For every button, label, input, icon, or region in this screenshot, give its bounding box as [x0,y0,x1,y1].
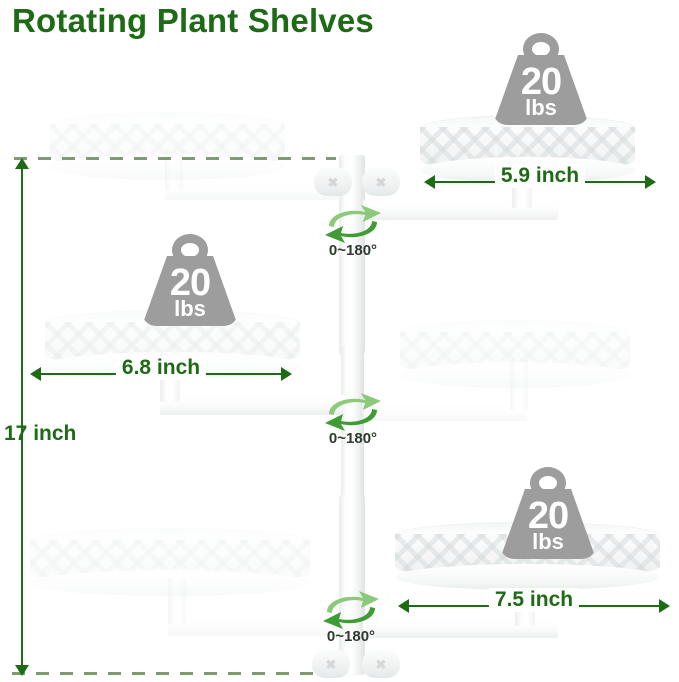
shelf-bottom-left [30,528,310,598]
arm-top-left-horizontal [165,182,343,200]
rotation-indicator-bottom: 0~180° [313,588,389,645]
weight-value: 20 [527,495,569,537]
shelf-lattice-band [400,332,630,378]
arm-bottom-left-vertical [168,578,186,624]
arm-top-left-vertical [165,150,183,190]
screw-icon: ✖ [375,656,387,672]
arm-top-right-horizontal [363,200,558,220]
arm-bottom-left-horizontal [168,618,346,636]
rotation-indicator-top: 0~180° [315,202,391,259]
arm-middle-right-vertical [510,360,528,410]
shelf-base-lip [395,564,660,590]
shelf-surface [400,320,630,346]
center-post-lower [339,495,365,675]
weight-unit: lbs [525,95,557,120]
rotation-arrows-icon [325,393,381,431]
page-title: Rotating Plant Shelves [12,2,374,39]
dimension-middle-shelf-label: 6.8 inch [115,356,207,380]
weight-badge-bottom-right: 20 lbs [500,467,596,559]
arrow-head-right [659,599,670,613]
dimension-total-height [12,158,32,676]
weight-badge-middle-left: 20 lbs [142,234,238,326]
dimension-middle-shelf: 6.8 inch [30,356,292,384]
rotation-arrows-icon [323,591,379,629]
dimension-top-shelf: 5.9 inch [424,164,656,192]
screw-icon: ✖ [327,174,339,190]
dimension-bottom-shelf-label: 7.5 inch [488,588,580,612]
screw-icon: ✖ [325,656,337,672]
shelf-lattice-band [30,540,310,586]
dimension-bottom-shelf: 7.5 inch [398,588,670,616]
shelf-surface [50,112,285,138]
shelf-base-lip [400,362,630,388]
arm-middle-left-horizontal [160,395,345,415]
weight-unit: lbs [174,296,206,321]
weight-badge-top-right: 20 lbs [493,33,589,125]
knob-bottom-left[interactable]: ✖ [312,650,350,678]
knob-top-right[interactable]: ✖ [362,168,400,196]
arrow-head-bottom [15,665,29,676]
arrow-head-left [30,367,41,381]
shelf-base-lip [30,570,310,596]
arm-bottom-right-horizontal [363,618,558,638]
knob-bottom-right[interactable]: ✖ [362,650,400,678]
knob-top-left[interactable]: ✖ [314,168,352,196]
rotation-label: 0~180° [326,628,376,645]
arrow-head-right [281,367,292,381]
arrow-head-left [424,175,435,189]
dimension-line [21,167,23,667]
shelf-lattice-band [50,124,285,170]
dimension-top-shelf-label: 5.9 inch [494,164,586,188]
dimension-total-height-label: 17 inch [4,422,77,445]
weight-value: 20 [520,61,562,103]
rotation-label: 0~180° [328,430,378,447]
shelf-surface [30,528,310,554]
arrow-head-right [645,175,656,189]
height-reference-line-top [14,157,336,160]
weight-unit: lbs [532,529,564,554]
rotation-indicator-middle: 0~180° [315,390,391,447]
rotation-arrows-icon [325,205,381,243]
height-reference-line-bottom [12,672,322,675]
shelf-middle-right [400,320,630,388]
arm-middle-right-horizontal [362,403,527,421]
shelf-top-left [50,112,285,182]
screw-icon: ✖ [375,174,387,190]
weight-value: 20 [169,262,211,304]
arrow-head-left [398,599,409,613]
rotation-label: 0~180° [328,242,378,259]
arrow-head-top [15,158,29,169]
